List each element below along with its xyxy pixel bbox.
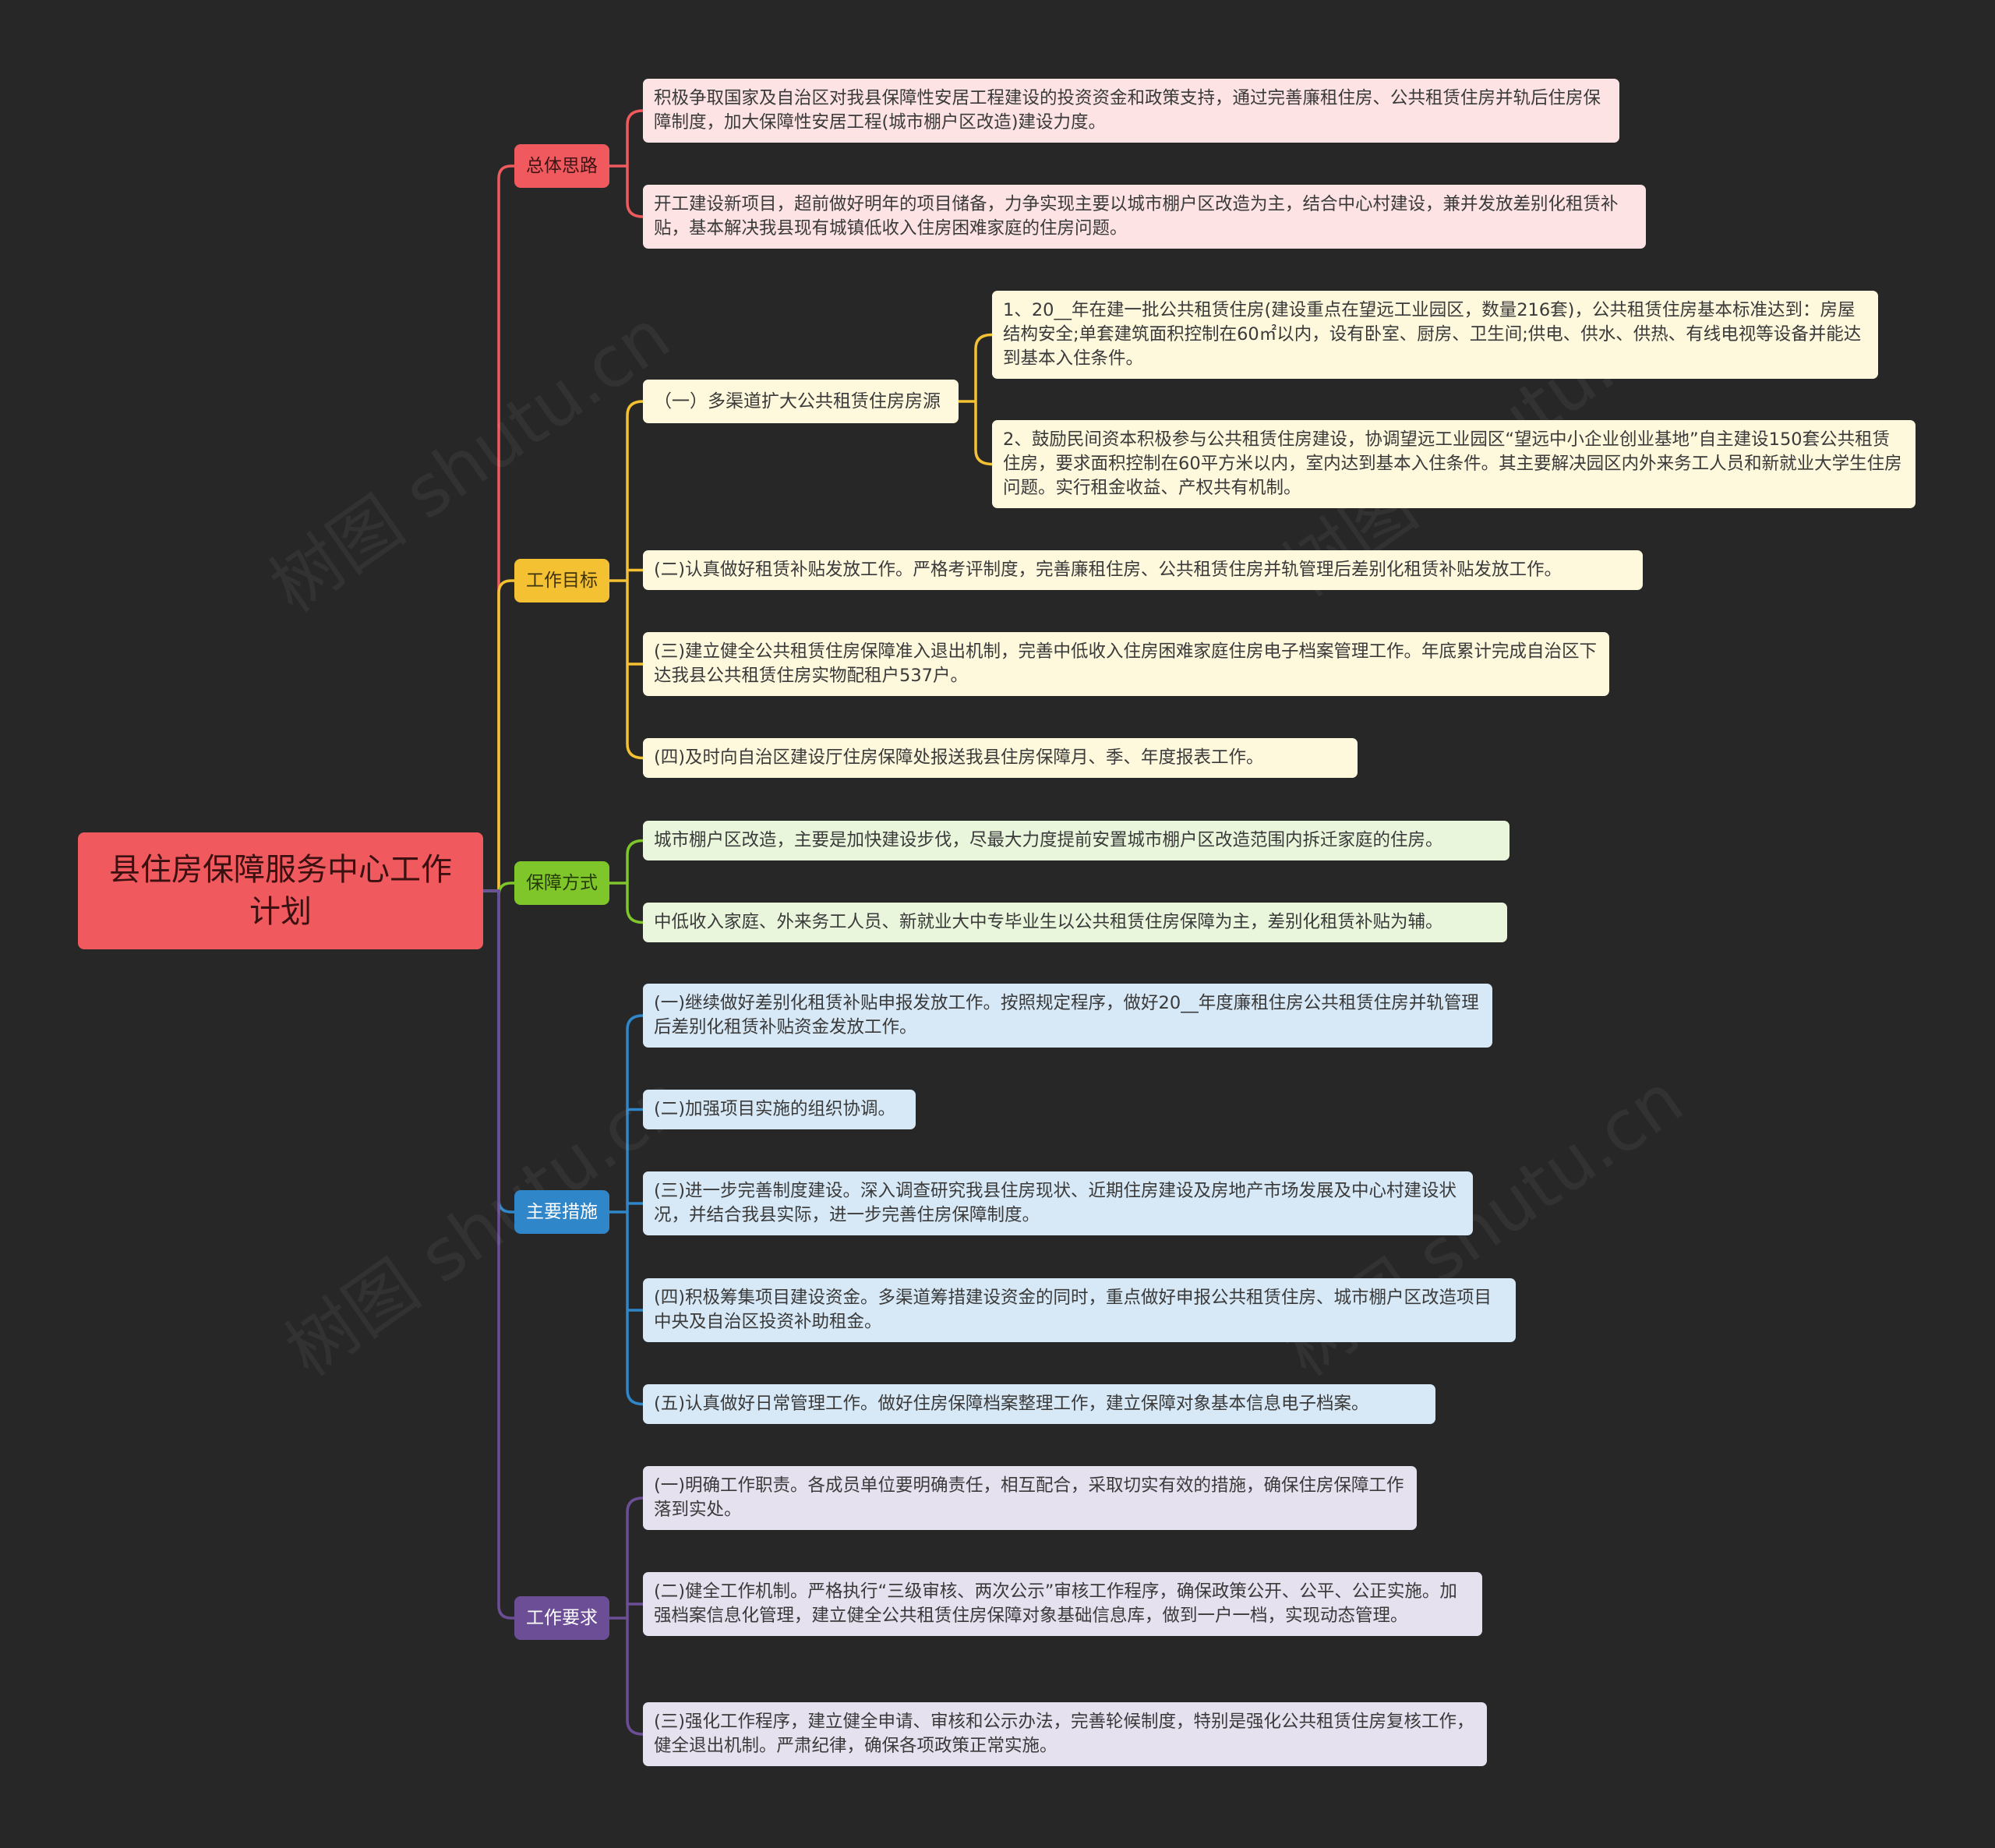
wire-root-branch-work-requirements — [483, 889, 514, 1620]
wire-branch-work-goals-bracket — [626, 400, 644, 760]
wire-root-branch-work-goals — [483, 579, 514, 892]
leaf-work-goals-2[interactable]: (二)认真做好租赁补贴发放工作。严格考评制度，完善廉租住房、公共租赁住房并轨管理… — [643, 550, 1643, 590]
leaf-guarantee-2[interactable]: 中低收入家庭、外来务工人员、新就业大中专毕业生以公共租赁住房保障为主，差别化租赁… — [643, 903, 1507, 942]
leaf-measures-2[interactable]: (二)加强项目实施的组织协调。 — [643, 1090, 916, 1129]
leaf-measures-1[interactable]: (一)继续做好差别化租赁补贴申报发放工作。按照规定程序，做好20__年度廉租住房… — [643, 984, 1492, 1048]
leaf-measures-4[interactable]: (四)积极筹集项目建设资金。多渠道筹措建设资金的同时，重点做好申报公共租赁住房、… — [643, 1278, 1516, 1342]
subtopic-expand-housing[interactable]: （一）多渠道扩大公共租赁住房房源 — [643, 380, 959, 423]
wire-subtopic-bracket — [974, 333, 993, 466]
root-topic[interactable]: 县住房保障服务中心工作计划 — [78, 832, 483, 949]
leaf-requirements-3[interactable]: (三)强化工作程序，建立健全申请、审核和公示办法，完善轮候制度，特别是强化公共租… — [643, 1702, 1487, 1766]
branch-work-goals[interactable]: 工作目标 — [514, 559, 609, 602]
wire-branch-guarantee-methods-bracket — [626, 839, 644, 924]
leaf-expand-housing-1[interactable]: 1、20__年在建一批公共租赁住房(建设重点在望远工业园区，数量216套)，公共… — [992, 291, 1878, 379]
leaf-measures-5[interactable]: (五)认真做好日常管理工作。做好住房保障档案整理工作，建立保障对象基本信息电子档… — [643, 1384, 1435, 1424]
branch-overall-idea[interactable]: 总体思路 — [514, 144, 609, 188]
wire-root-branch-overall-idea — [483, 164, 514, 892]
leaf-work-goals-4[interactable]: (四)及时向自治区建设厅住房保障处报送我县住房保障月、季、年度报表工作。 — [643, 738, 1358, 778]
leaf-overall-idea-1[interactable]: 积极争取国家及自治区对我县保障性安居工程建设的投资资金和政策支持，通过完善廉租住… — [643, 79, 1619, 143]
wire-branch-overall-idea-bracket — [626, 109, 644, 218]
leaf-requirements-1[interactable]: (一)明确工作职责。各成员单位要明确责任，相互配合，采取切实有效的措施，确保住房… — [643, 1466, 1417, 1530]
leaf-guarantee-1[interactable]: 城市棚户区改造，主要是加快建设步伐，尽最大力度提前安置城市棚户区改造范围内拆迁家… — [643, 821, 1509, 860]
branch-main-measures[interactable]: 主要措施 — [514, 1190, 609, 1234]
wire-branch-work-requirements-bracket — [626, 1496, 644, 1736]
branch-guarantee-methods[interactable]: 保障方式 — [514, 861, 609, 905]
branch-work-requirements[interactable]: 工作要求 — [514, 1596, 609, 1640]
leaf-requirements-2[interactable]: (二)健全工作机制。严格执行“三级审核、两次公示”审核工作程序，确保政策公开、公… — [643, 1572, 1482, 1636]
leaf-measures-3[interactable]: (三)进一步完善制度建设。深入调查研究我县住房现状、近期住房建设及房地产市场发展… — [643, 1171, 1473, 1235]
leaf-overall-idea-2[interactable]: 开工建设新项目，超前做好明年的项目储备，力争实现主要以城市棚户区改造为主，结合中… — [643, 185, 1646, 249]
leaf-work-goals-3[interactable]: (三)建立健全公共租赁住房保障准入退出机制，完善中低收入住房困难家庭住房电子档案… — [643, 632, 1609, 696]
root-title: 县住房保障服务中心工作计划 — [109, 852, 452, 930]
wire-branch-main-measures-bracket — [626, 1014, 644, 1406]
leaf-expand-housing-2[interactable]: 2、鼓励民间资本积极参与公共租赁住房建设，协调望远工业园区“望远中小企业创业基地… — [992, 420, 1916, 508]
